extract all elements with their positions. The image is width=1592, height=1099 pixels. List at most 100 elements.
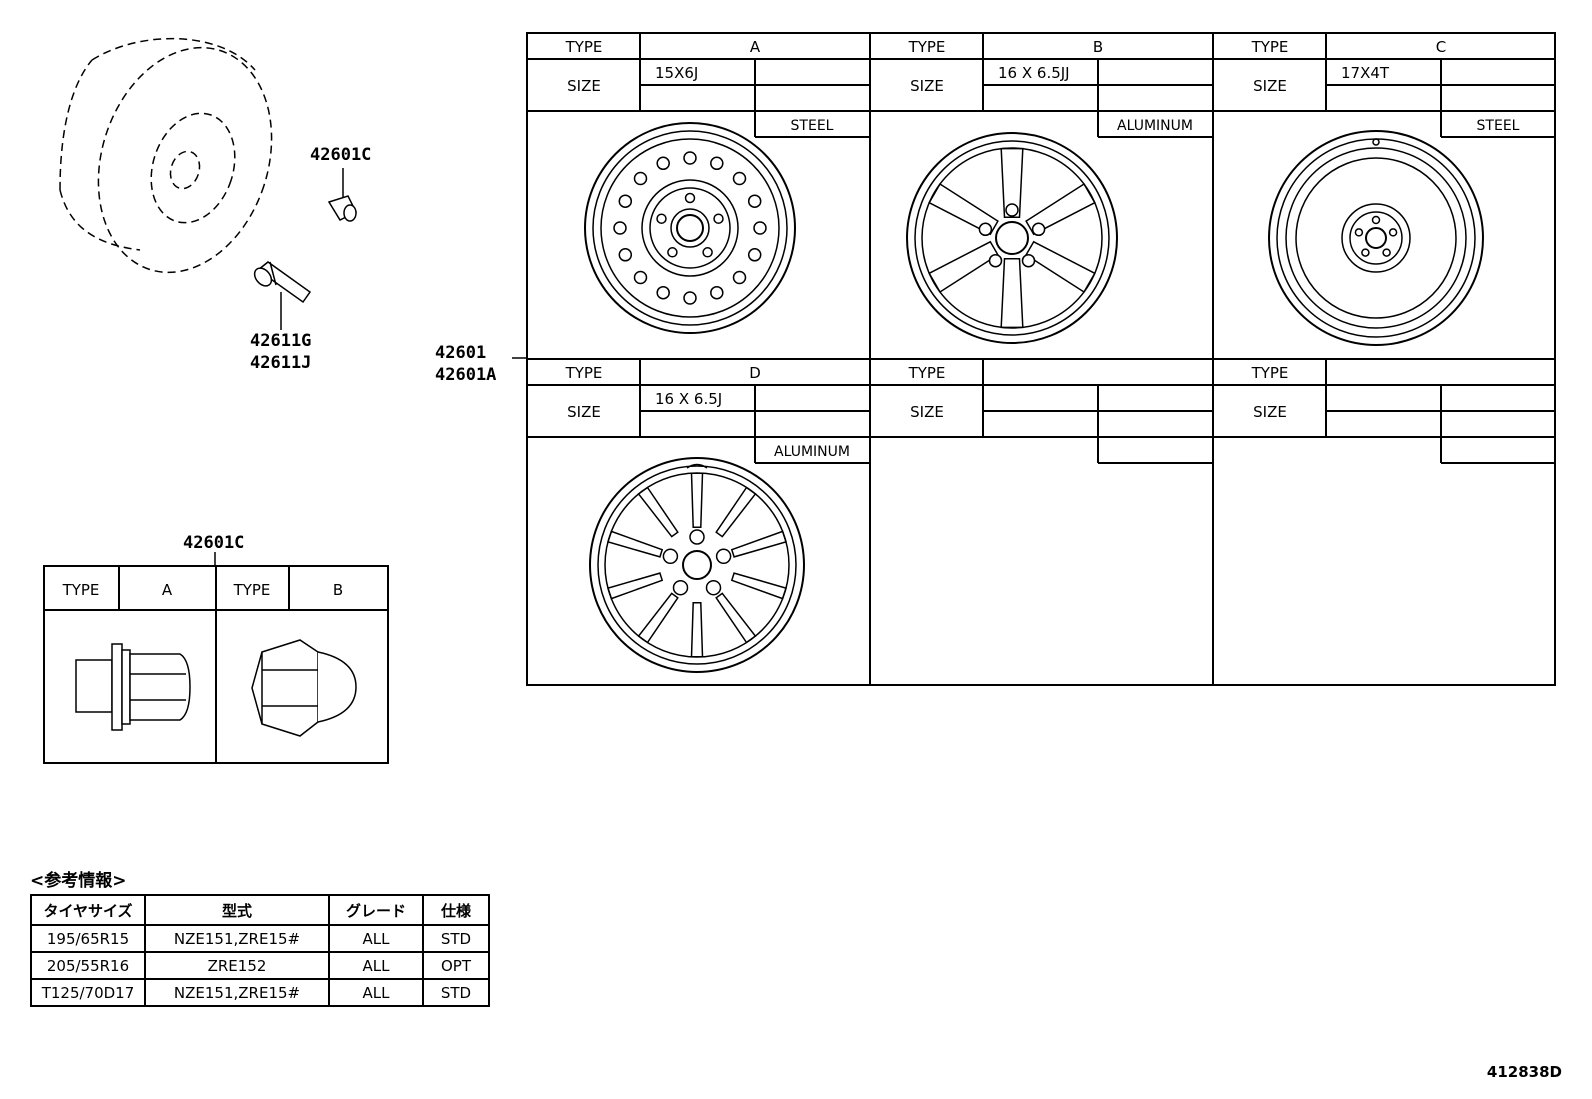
cell-grade: ALL [328,978,424,1007]
size-value: 16 X 6.5JJ [998,64,1070,82]
vent-hole [618,248,633,262]
part-number-wheel-2: 42601A [435,365,496,385]
part-number-valve-1: 42611G [250,331,311,351]
reference-title: <参考情報> [30,871,127,891]
cell-tire-size: 205/55R16 [30,951,146,980]
vent-hole [710,285,724,300]
figure-id: 412838D [1486,1063,1562,1081]
spoke [1025,182,1096,236]
nut-type-a-label: TYPE [62,581,100,599]
vent-hole [753,221,767,235]
wheel-a-steel-icon [584,122,796,334]
size-label: SIZE [910,403,944,421]
lug-hole [705,579,722,596]
spoke [1000,257,1024,329]
lug-hole [1361,248,1370,257]
lug-hole [702,247,713,258]
size-label: SIZE [567,403,601,421]
spoke [715,592,757,644]
lug-hole [713,213,724,224]
type-value: C [1436,38,1446,56]
type-label: TYPE [565,364,603,382]
vent-hole [613,221,627,235]
lug-hole [684,192,696,204]
part-number-wheel-1: 42601 [435,343,486,363]
spoke [715,486,757,538]
table-row: T125/70D17 NZE151,ZRE15# ALL STD [30,978,490,1007]
size-label: SIZE [567,77,601,95]
cell-spec: STD [422,924,490,953]
part-number-valve-2: 42611J [250,353,311,373]
type-label: TYPE [908,38,946,56]
cell-spec: STD [422,978,490,1007]
spoke [637,486,679,538]
size-value: 15X6J [655,64,698,82]
spoke [637,592,679,644]
vent-hole [747,194,762,208]
spoke [928,240,999,294]
lug-hole [988,253,1003,268]
type-label: TYPE [1251,38,1289,56]
vent-hole [633,270,648,285]
header-tire-size: タイヤサイズ [30,894,146,926]
vent-hole [683,291,697,305]
wheel-b-aluminum-icon [906,132,1118,344]
lug-hole [1388,228,1398,237]
spoke [690,602,704,658]
cell-tire-size: 195/65R15 [30,924,146,953]
table-row: 205/55R16 ZRE152 ALL OPT [30,951,490,980]
lug-hole [978,222,993,237]
type-value: A [750,38,761,56]
size-label: SIZE [910,77,944,95]
lug-hole [672,579,689,596]
part-number-nut-table: 42601C [183,533,244,553]
size-label: SIZE [1253,403,1287,421]
nut-type-b-value: B [333,581,343,599]
spoke [1025,240,1096,294]
nut-type-a-value: A [162,581,173,599]
vent-hole [618,194,633,208]
material-value: ALUMINUM [1117,118,1193,134]
part-number-nut: 42601C [310,145,371,165]
cell-model: NZE151,ZRE15# [144,978,330,1007]
lug-hole [656,213,667,224]
cell-model: ZRE152 [144,951,330,980]
lug-hole [667,247,678,258]
vent-hole [732,270,747,285]
lug-hole [1021,253,1036,268]
material-value: STEEL [791,118,834,134]
lug-hole [1354,228,1364,237]
type-value: D [749,364,761,382]
spoke [730,572,787,600]
spoke [1000,147,1024,219]
reference-table: タイヤサイズ 型式 グレード 仕様 195/65R15 NZE151,ZRE15… [30,894,490,1007]
cap-nut-icon [251,639,357,737]
spoke [690,472,704,528]
vent-hole [633,171,648,186]
spoke [730,530,787,558]
nut-type-b-label: TYPE [233,581,271,599]
vent-hole [747,248,762,262]
header-model: 型式 [144,894,330,926]
tire-wheel-icon [59,37,273,274]
valve-stem-icon [253,261,312,330]
size-value: 17X4T [1341,64,1390,82]
wheel-type-cell: TYPE SIZE [1213,359,1556,464]
wheel-type-cell: TYPE A SIZE 15X6J STEEL [527,33,870,138]
type-label: TYPE [1251,364,1289,382]
header-grade: グレード [328,894,424,926]
material-value: ALUMINUM [774,444,850,460]
nut-type-table [43,565,389,764]
material-value: STEEL [1477,118,1520,134]
lug-hole [1371,215,1381,225]
type-label: TYPE [565,38,603,56]
reference-header-row: タイヤサイズ 型式 グレード 仕様 [30,894,490,926]
wheel-d-aluminum-icon [589,457,805,673]
vent-hole [656,156,670,171]
lug-hole [1031,222,1046,237]
